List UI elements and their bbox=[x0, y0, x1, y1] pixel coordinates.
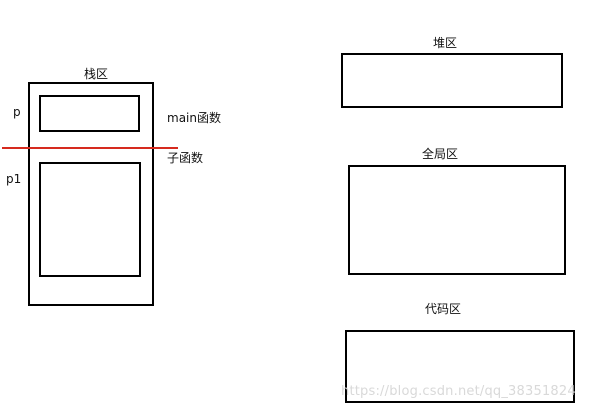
csdn-watermark: https://blog.csdn.net/qq_38351824 bbox=[341, 384, 576, 399]
stack-area-label: 栈区 bbox=[84, 67, 109, 81]
heap-area-box bbox=[341, 53, 563, 108]
global-area-label: 全局区 bbox=[422, 147, 459, 161]
main-function-label: main函数 bbox=[167, 111, 221, 125]
code-area-label: 代码区 bbox=[425, 302, 462, 316]
pointer-p1-label: p1 bbox=[6, 172, 22, 186]
stack-area-box bbox=[28, 82, 154, 306]
stack-frame-divider bbox=[2, 147, 178, 149]
pointer-p-label: p bbox=[13, 105, 21, 119]
global-area-box bbox=[348, 165, 566, 275]
sub-function-frame bbox=[39, 162, 141, 277]
main-function-frame bbox=[39, 95, 140, 132]
heap-area-label: 堆区 bbox=[433, 36, 458, 50]
code-area-box bbox=[345, 330, 575, 403]
sub-function-label: 子函数 bbox=[167, 151, 204, 165]
